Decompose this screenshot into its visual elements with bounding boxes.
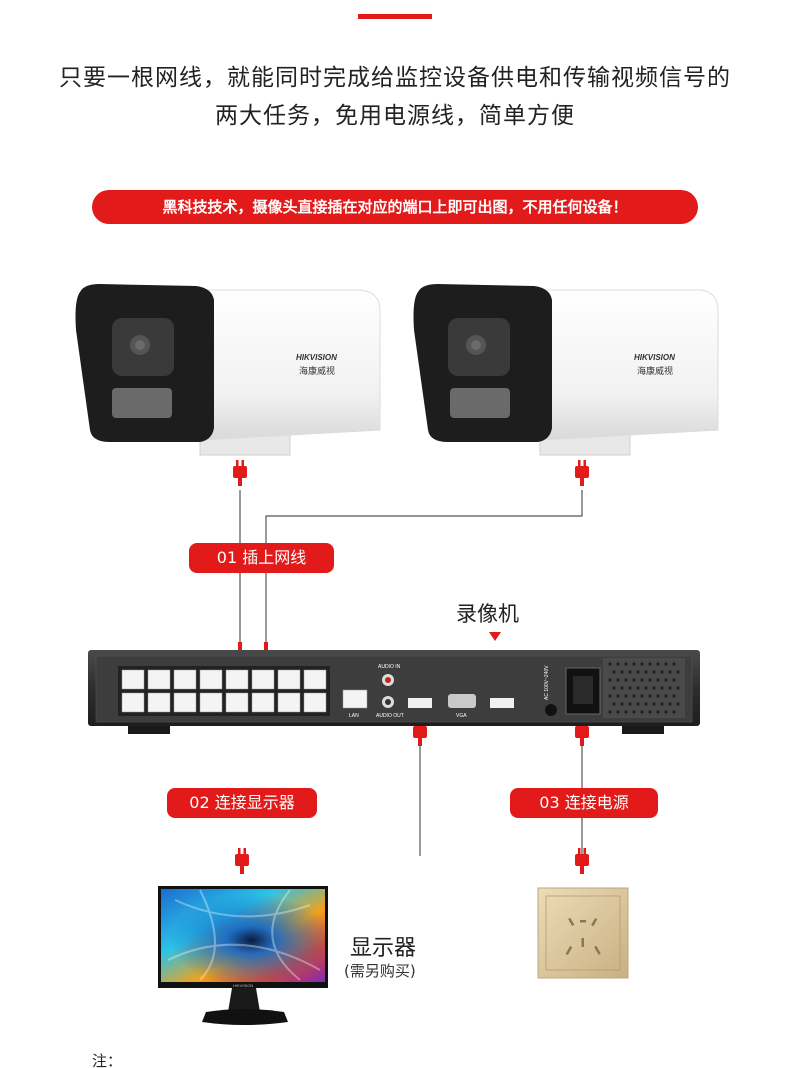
lan-port-label: LAN <box>349 713 359 719</box>
step-1-label: 01 插上网线 <box>189 543 334 573</box>
power-switch <box>545 704 557 716</box>
usb-port <box>490 698 514 708</box>
monitor: HIKVISION <box>158 886 328 1025</box>
audio-out-label: AUDIO OUT <box>376 713 404 719</box>
camera-right-brand-cn: 海康威视 <box>637 365 673 377</box>
recorder-arrow-icon <box>489 632 501 641</box>
socket-plate <box>537 887 629 979</box>
footnote: 注： <box>92 1052 123 1068</box>
camera-right-brand-en: HIKVISION <box>634 353 675 362</box>
plug-icon <box>575 460 589 486</box>
monitor-note: (需另购买) <box>344 962 416 980</box>
plug-icon <box>235 848 249 874</box>
feature-banner: 黑科技技术，摄像头直接插在对应的端口上即可出图，不用任何设备！ <box>92 190 698 224</box>
step-3-label: 03 连接电源 <box>510 788 658 818</box>
vga-port <box>448 694 476 708</box>
top-accent-bar <box>358 14 432 19</box>
poe-ports <box>118 666 330 716</box>
plug-icon <box>575 848 589 874</box>
monitor-stand <box>228 988 260 1012</box>
camera-left-brand-en: HIKVISION <box>296 353 337 362</box>
audio-in-label: AUDIO IN <box>378 664 401 670</box>
plug-icon <box>233 460 247 486</box>
lan-port <box>342 689 368 709</box>
monitor-brand: HIKVISION <box>233 983 253 988</box>
power-rating-label: AC 100V~240V <box>544 665 550 700</box>
step-2-label: 02 连接显示器 <box>167 788 317 818</box>
camera-left: HIKVISION 海康威视 <box>75 284 381 456</box>
camera-left-brand-cn: 海康威视 <box>299 365 335 377</box>
headline-line-1: 只要一根网线，就能同时完成给监控设备供电和传输视频信号的 <box>59 65 731 91</box>
vga-port-label: VGA <box>456 713 467 719</box>
headline-line-2: 两大任务，免用电源线，简单方便 <box>215 103 575 129</box>
recorder-label: 录像机 <box>456 602 519 626</box>
nvr-foot <box>128 724 170 734</box>
hdmi-port <box>408 698 432 708</box>
nvr-recorder: LAN AUDIO IN AUDIO OUT VGA AC 100V~240V <box>88 650 700 734</box>
camera-ir-light <box>112 388 172 418</box>
fan-grille-holes <box>608 662 680 714</box>
camera-right: HIKVISION 海康威视 <box>413 284 719 456</box>
camera-ir-light <box>450 388 510 418</box>
nvr-foot <box>622 724 664 734</box>
monitor-base <box>202 1009 288 1025</box>
wall-socket <box>537 887 629 979</box>
monitor-label: 显示器 <box>350 936 417 961</box>
